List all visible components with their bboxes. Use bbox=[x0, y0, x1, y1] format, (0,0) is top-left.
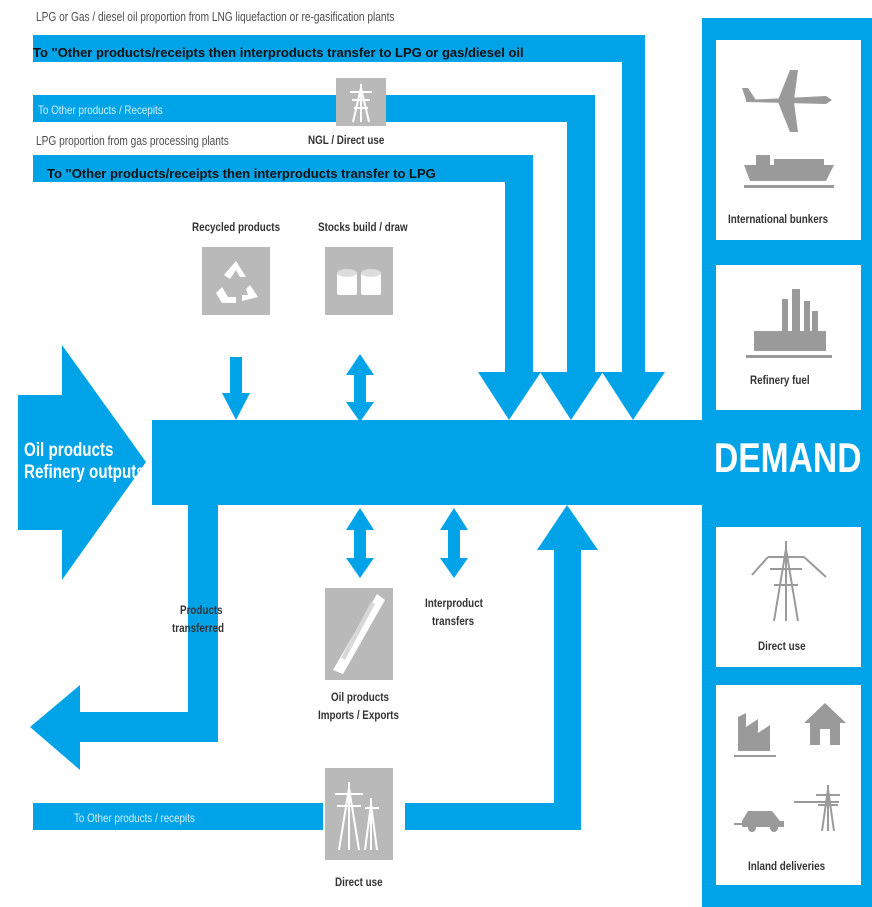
oil-products-label-2: Refinery outputs bbox=[24, 462, 145, 483]
pylon-icon bbox=[350, 84, 372, 123]
to-other-recepits-bottom-label: To Other products / recepits bbox=[74, 811, 195, 825]
products-transferred-arrow bbox=[30, 685, 80, 770]
other-products-bar-bottom bbox=[33, 803, 323, 830]
recycled-down-arrow bbox=[222, 393, 250, 420]
recycled-products-label: Recycled products bbox=[192, 220, 281, 234]
overlay-top-note: To "Other products/receipts then interpr… bbox=[33, 45, 524, 60]
stocks-double-arrow bbox=[346, 354, 374, 375]
demand-label: DEMAND bbox=[714, 434, 862, 481]
other-products-bar-top bbox=[33, 95, 595, 122]
overlay-mid-note: To "Other products/receipts then interpr… bbox=[47, 166, 436, 181]
other-products-down-arrowhead bbox=[540, 372, 603, 420]
lpg-down-arrowhead bbox=[478, 372, 541, 420]
interproduct-label-2: transfers bbox=[432, 614, 475, 628]
interproduct-label-1: Interproduct bbox=[425, 596, 483, 610]
products-transferred-label-1: Products bbox=[180, 603, 223, 617]
car-icon bbox=[742, 811, 784, 832]
direct-use-bottom-label: Direct use bbox=[335, 875, 383, 889]
refinery-fuel-section: Refinery fuel bbox=[716, 265, 861, 410]
cargo-ship-icon bbox=[744, 155, 834, 188]
pylon-icon bbox=[816, 785, 840, 832]
stocks-label: Stocks build / draw bbox=[318, 220, 408, 234]
direct-use-bottom-tile bbox=[325, 768, 393, 860]
oil-products-arrow bbox=[18, 345, 146, 580]
lpg-flow-bar bbox=[33, 155, 533, 182]
refinery-icon bbox=[746, 289, 832, 358]
inland-deliveries-section: Inland deliveries bbox=[716, 685, 861, 885]
imports-exports-label-1: Oil products bbox=[331, 690, 389, 704]
inland-deliveries-label: Inland deliveries bbox=[748, 859, 826, 873]
oil-barrels-icon bbox=[337, 269, 381, 295]
tanker-ship-icon bbox=[333, 594, 385, 674]
lng-flow-bar bbox=[33, 35, 645, 62]
lng-note: LPG or Gas / diesel oil proportion from … bbox=[36, 9, 395, 24]
main-flow-bar bbox=[152, 420, 704, 505]
international-bunkers-section: International bunkers bbox=[716, 40, 861, 240]
imports-exports-label-2: Imports / Exports bbox=[318, 708, 399, 722]
house-icon bbox=[804, 703, 846, 745]
imports-double-arrow bbox=[346, 508, 374, 530]
ngl-direct-use-label: NGL / Direct use bbox=[308, 133, 385, 147]
ngl-pylon-tile bbox=[336, 78, 386, 126]
interproduct-double-arrow bbox=[440, 508, 468, 530]
airplane-icon bbox=[742, 70, 832, 132]
pylon-icon bbox=[335, 782, 379, 851]
lng-down-arrowhead bbox=[602, 372, 665, 420]
oil-products-label-1: Oil products bbox=[24, 440, 114, 461]
direct-use-right-label: Direct use bbox=[758, 639, 806, 653]
international-bunkers-label: International bunkers bbox=[728, 212, 829, 226]
refinery-fuel-label: Refinery fuel bbox=[750, 373, 810, 387]
bottom-up-arrowhead bbox=[537, 505, 598, 550]
lpg-gas-processing-note: LPG proportion from gas processing plant… bbox=[36, 133, 229, 148]
recycle-icon bbox=[216, 261, 258, 303]
stocks-tile bbox=[325, 247, 393, 315]
recycled-products-tile bbox=[202, 247, 270, 315]
products-transferred-label-2: transferred bbox=[172, 621, 224, 635]
pylon-icon bbox=[751, 541, 827, 622]
imports-exports-tile bbox=[325, 588, 393, 680]
direct-use-section: Direct use bbox=[716, 527, 861, 667]
to-other-recepits-label: To Other products / Recepits bbox=[38, 103, 163, 117]
